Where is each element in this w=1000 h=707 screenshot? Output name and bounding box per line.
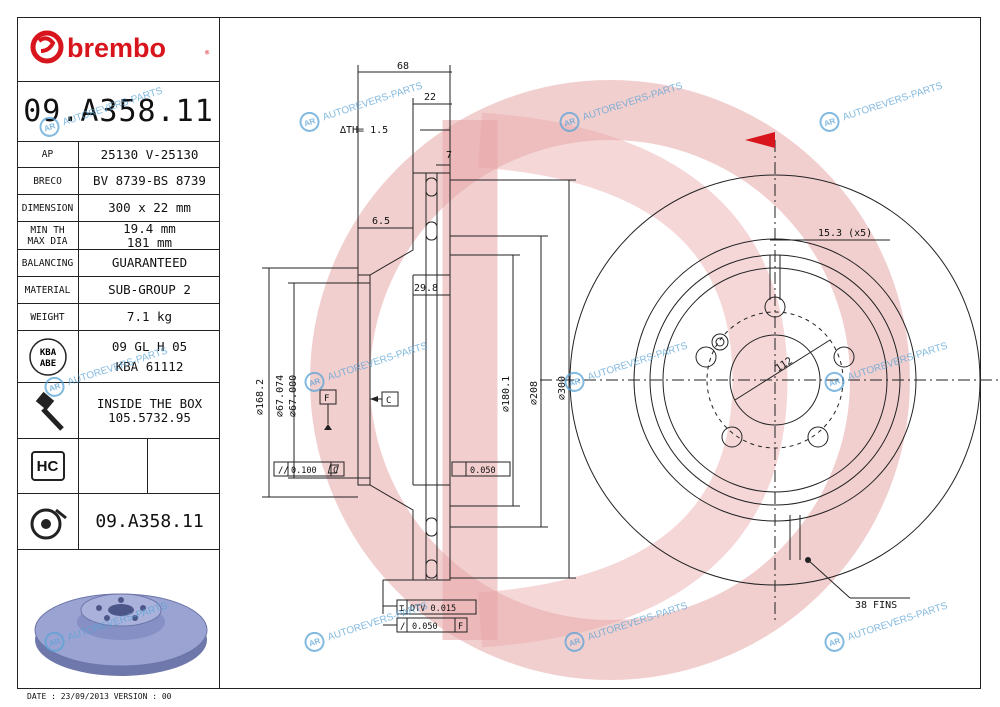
svg-text:KBA: KBA: [39, 348, 56, 358]
spec-row-breco: BRECO BV 8739-BS 8739: [17, 167, 220, 194]
footer-date: DATE : 23/09/2013 VERSION : 00: [27, 692, 172, 701]
spec-row-weight: WEIGHT 7.1 kg: [17, 303, 220, 330]
spec-row-material: MATERIAL SUB-GROUP 2: [17, 276, 220, 303]
spec-value: 25130 V-25130: [100, 146, 199, 162]
svg-text:ABE: ABE: [39, 359, 55, 369]
datum-c: C: [386, 396, 391, 406]
svg-text:/: /: [400, 622, 405, 632]
spec-sidebar: brembo ® 09.A358.11 AP 25130 V-25130 BRE…: [17, 17, 220, 689]
disc-render: [17, 549, 220, 689]
spec-row-footer-part: 09.A358.11: [17, 493, 220, 549]
spec-value: BV 8739-BS 8739: [93, 173, 206, 188]
runout-ref: F: [458, 622, 463, 632]
disc-3d-render: [34, 593, 208, 676]
disc-front-view: [540, 140, 1000, 620]
drawing-frame: [17, 17, 981, 689]
spec-key: DIMENSION: [17, 195, 79, 221]
parallelism-value: 0.100: [291, 466, 317, 476]
brand-name: brembo: [67, 33, 166, 63]
dim-68: 68: [397, 61, 409, 72]
part-number-title: 09.A358.11: [17, 81, 220, 141]
spec-row-ap: AP 25130 V-25130: [17, 141, 220, 167]
datum-f: F: [324, 394, 329, 404]
kba-value: 09 GL H 05: [111, 338, 188, 354]
dim-180-1: ∅180.1: [501, 376, 512, 412]
section-outline: [357, 172, 451, 581]
svg-text://: //: [278, 466, 289, 476]
spec-key: WEIGHT: [17, 304, 79, 330]
spec-key-2: MAX DIA: [27, 235, 68, 247]
kba-abe-icon: KBA ABE: [17, 331, 79, 382]
spec-key: BALANCING: [17, 250, 79, 276]
dim-29-8: 29.8: [414, 283, 438, 294]
spec-key: MIN TH: [30, 224, 65, 236]
spec-value: 300 x 22 mm: [108, 200, 191, 215]
spec-value: 7.1 kg: [126, 309, 173, 324]
dim-7: 7: [446, 150, 452, 161]
dim-208: ∅208: [529, 381, 540, 405]
disc-wear-icon: [17, 494, 79, 549]
spec-value: GUARANTEED: [111, 255, 188, 270]
dim-th: ∆TH= 1.5: [339, 125, 388, 136]
spec-value: 19.4 mm: [123, 220, 176, 236]
spec-row-hc: HC: [17, 438, 220, 493]
hc-icon: HC: [17, 439, 79, 493]
spec-key: MATERIAL: [17, 277, 79, 303]
spec-key: AP: [17, 142, 79, 167]
footer-part-number: 09.A358.11: [95, 510, 204, 532]
dim-67-074: ∅67.074: [275, 375, 286, 417]
dim-300: ∅300: [557, 376, 568, 400]
spec-row-balancing: BALANCING GUARANTEED: [17, 249, 220, 276]
bolt-icon: [17, 383, 79, 438]
box-value: 105.5732.95: [108, 409, 191, 425]
spec-value: SUB-GROUP 2: [108, 282, 191, 297]
dim-168-2: ∅168.2: [255, 379, 266, 415]
spec-value-2: 181 mm: [126, 234, 173, 250]
svg-text:⌶: ⌶: [399, 604, 405, 614]
spec-row-kba: KBA ABE 09 GL H 05 KBA 61112: [17, 330, 220, 382]
dim-67-000: ∅67.000: [288, 375, 299, 417]
brand-logo: brembo ®: [17, 17, 220, 81]
dtv-value: DTV 0.015: [410, 604, 456, 614]
flatness-value: 0.050: [470, 466, 496, 476]
box-label: INSIDE THE BOX: [96, 395, 203, 411]
fins-label: 38 FINS: [855, 600, 897, 611]
spec-key: BRECO: [17, 168, 79, 194]
runout-value: 0.050: [412, 622, 438, 632]
holes-label: 15.3 (x5): [818, 228, 872, 239]
dim-6-5: 6.5: [372, 216, 390, 227]
dim-22: 22: [424, 92, 436, 103]
kba-number: KBA 61112: [115, 358, 184, 374]
parallelism-ref: C: [333, 466, 338, 476]
pcd-label: 112: [774, 355, 795, 374]
svg-text:®: ®: [205, 49, 210, 57]
spec-row-dimension: DIMENSION 300 x 22 mm: [17, 194, 220, 221]
